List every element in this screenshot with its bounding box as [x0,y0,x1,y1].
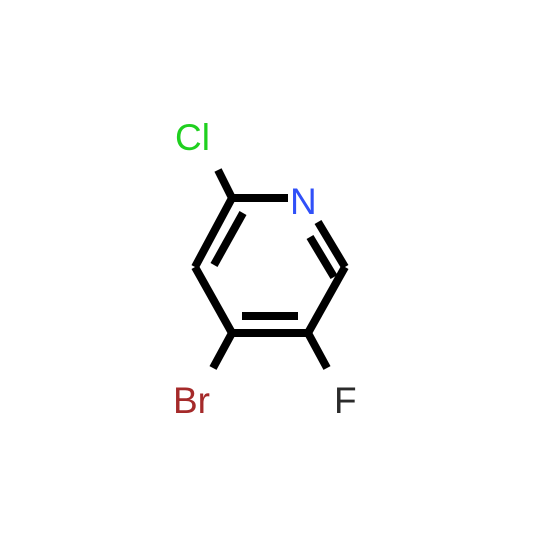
bond-c3-c2 [191,196,236,269]
bromine-atom-label: Br [173,380,210,421]
bond-c5-f [304,331,331,370]
bond-c2-cl [214,168,236,200]
bond-c6-c5 [304,265,349,335]
bond-c4-c3 [191,265,236,335]
bond-n1-c6-inner [306,234,338,280]
bond-c4-br [209,331,236,370]
bond-c3-c2-inner [210,211,247,267]
nitrogen-atom-label: N [290,181,317,222]
fluorine-atom-label: F [334,380,357,421]
chlorine-atom-label: Cl [175,117,210,158]
bond-n1-c6 [314,219,349,270]
